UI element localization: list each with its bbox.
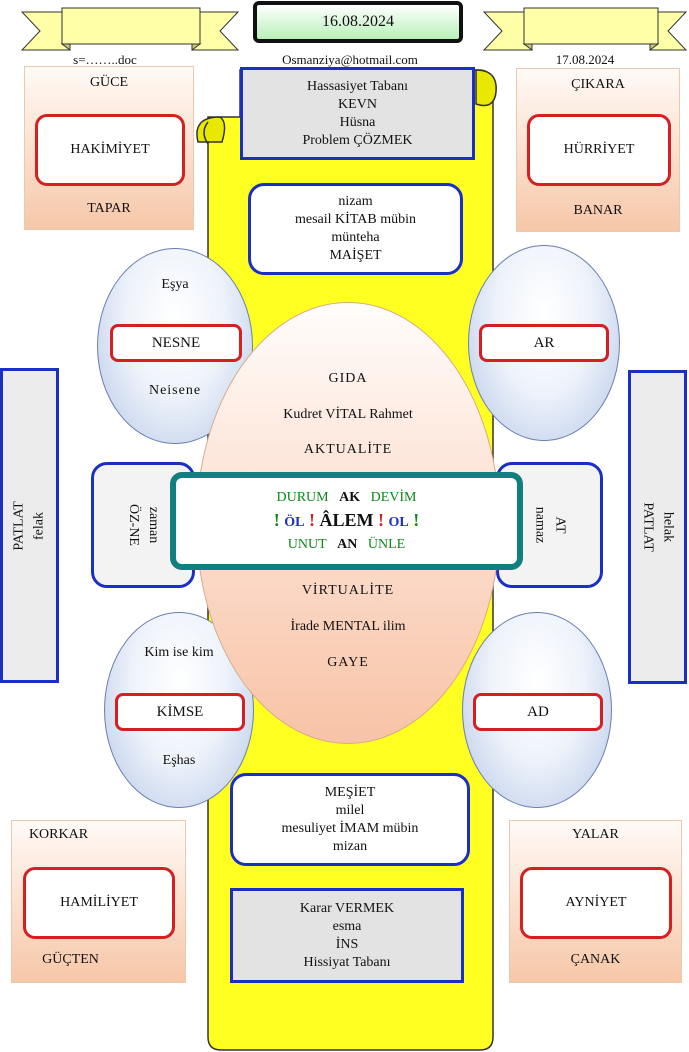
- header-date: 16.08.2024: [322, 13, 394, 30]
- scroll-top-line2: KEVN: [338, 96, 377, 112]
- egg-top-left-top-label: Eşya: [161, 277, 189, 292]
- bottom-right-top-label: YALAR: [572, 827, 619, 842]
- right-mid-line1: AT: [552, 516, 568, 534]
- alem-ol-right: OL: [388, 514, 409, 530]
- alem-unut: UNUT: [287, 536, 327, 552]
- nizam-line3: münteha: [331, 230, 380, 245]
- egg-top-right-center-box: AR: [479, 324, 609, 362]
- oval-lower-line2: İrade MENTAL ilim: [290, 619, 406, 634]
- bottom-left-panel: KORKAR HAMİLİYET GÜÇTEN: [11, 820, 186, 983]
- scroll-top-line1: Hassasiyet Tabanı: [306, 78, 408, 94]
- egg-bottom-left-bottom-label: Eşhas: [162, 753, 196, 768]
- egg-bottom-right: AD: [462, 612, 612, 808]
- oval-upper-line1: GIDA: [328, 371, 368, 386]
- right-side-line2: PATLAT: [640, 502, 656, 552]
- alem-excl-2: !: [309, 509, 315, 530]
- egg-bottom-left-center-label: KİMSE: [156, 703, 204, 720]
- egg-top-right-center-label: AR: [533, 334, 555, 351]
- top-right-bottom-label: BANAR: [573, 203, 623, 218]
- top-left-center-label: HAKİMİYET: [70, 142, 150, 157]
- alem-excl-4: !: [413, 509, 420, 530]
- oval-upper-line3: AKTUALİTE: [303, 442, 393, 457]
- egg-bottom-right-center-label: AD: [527, 703, 549, 720]
- alem-durum: DURUM: [276, 489, 329, 505]
- nizam-line1: nizam: [338, 194, 373, 209]
- egg-top-left-center-label: NESNE: [151, 334, 201, 351]
- nizam-line2: mesail KİTAB mübin: [295, 212, 416, 227]
- egg-bottom-right-center-box: AD: [473, 693, 603, 731]
- right-ribbon-banner: [482, 7, 688, 51]
- left-side-box: PATLAT felak: [0, 368, 59, 683]
- bottom-right-panel: YALAR AYNİYET ÇANAK: [509, 820, 682, 983]
- egg-top-left-center-box: NESNE: [110, 324, 242, 362]
- top-right-panel: ÇIKARA HÜRRİYET BANAR: [516, 68, 680, 232]
- top-right-center-box: HÜRRİYET: [527, 114, 671, 186]
- alem-excl-1: !: [273, 509, 280, 530]
- meshiet-line2: milel: [335, 802, 365, 818]
- karar-line4: Hissiyat Tabanı: [303, 954, 391, 970]
- karar-line2: esma: [332, 918, 362, 934]
- alem-excl-3: !: [378, 509, 384, 530]
- egg-bottom-left: Kim ise kim KİMSE Eşhas: [104, 612, 254, 808]
- karar-box: Karar VERMEK esma İNS Hissiyat Tabanı: [230, 888, 464, 983]
- left-ribbon-banner: [20, 7, 240, 51]
- alem-ol-left: ÖL: [284, 514, 305, 530]
- egg-top-left: Eşya NESNE Neisene: [97, 248, 253, 444]
- file-name: s=……..doc: [73, 52, 137, 67]
- top-right-top-label: ÇIKARA: [571, 77, 625, 92]
- oval-lower-line3: GAYE: [327, 655, 369, 670]
- alem-an: AN: [337, 536, 358, 552]
- egg-bottom-left-top-label: Kim ise kim: [144, 645, 214, 660]
- right-side-box: helak PATLAT: [628, 370, 687, 684]
- right-mid-line2: namaz: [532, 506, 548, 544]
- nizam-box: nizam mesail KİTAB mübin münteha MAİŞET: [248, 183, 463, 275]
- right-date: 17.08.2024: [555, 52, 615, 67]
- karar-line1: Karar VERMEK: [299, 900, 395, 916]
- left-mid-line1: zaman: [146, 506, 161, 544]
- bottom-left-bottom-label: GÜÇTEN: [42, 952, 99, 967]
- alem-box: DURUM AK DEVİM ! ÖL ! ÂLEM ! OL ! UNUT A…: [170, 472, 523, 570]
- header-date-box: 16.08.2024: [253, 1, 463, 43]
- top-left-center-box: HAKİMİYET: [35, 114, 185, 186]
- top-left-top-label: GÜCE: [89, 75, 129, 90]
- egg-top-left-bottom-label: Neisene: [148, 383, 202, 398]
- alem-row1: DURUM AK DEVİM: [276, 487, 416, 509]
- right-side-line1: helak: [660, 511, 676, 543]
- scroll-top-line4: Problem ÇÖZMEK: [302, 132, 413, 148]
- meshiet-line1: MEŞİET: [324, 784, 376, 800]
- meshiet-line3: mesuliyet İMAM mübin: [281, 820, 419, 836]
- top-left-panel: GÜCE HAKİMİYET TAPAR: [24, 66, 194, 230]
- bottom-left-center-label: HAMİLİYET: [60, 895, 138, 910]
- alem-row2: ! ÖL ! ÂLEM ! OL !: [274, 509, 419, 534]
- alem-unle: ÜNLE: [367, 536, 406, 552]
- alem-row3: UNUT AN ÜNLE: [288, 534, 405, 556]
- top-left-bottom-label: TAPAR: [87, 201, 131, 216]
- meshiet-line4: mizan: [332, 838, 368, 854]
- egg-bottom-left-center-box: KİMSE: [115, 693, 245, 731]
- oval-lower-line1: VİRTUALİTE: [301, 583, 395, 598]
- top-right-center-label: HÜRRİYET: [563, 142, 635, 157]
- alem-ak: AK: [339, 489, 361, 505]
- nizam-line4: MAİŞET: [329, 248, 382, 263]
- oval-upper-line2: Kudret VİTAL Rahmet: [283, 407, 413, 422]
- bottom-right-center-box: AYNİYET: [520, 867, 672, 939]
- alem-title: ÂLEM: [319, 509, 374, 530]
- left-side-line1: PATLAT: [11, 500, 27, 551]
- scroll-top-line3: Hüsna: [339, 114, 376, 130]
- bottom-left-center-box: HAMİLİYET: [23, 867, 175, 939]
- karar-line3: İNS: [335, 936, 359, 952]
- left-mid-line2: ÖZ-NE: [126, 504, 141, 546]
- bottom-right-bottom-label: ÇANAK: [570, 952, 621, 967]
- bottom-left-top-label: KORKAR: [28, 827, 89, 842]
- left-side-line2: felak: [31, 511, 47, 540]
- email: Osmanziya@hotmail.com: [282, 52, 418, 67]
- bottom-right-center-label: AYNİYET: [565, 895, 627, 910]
- meshiet-box: MEŞİET milel mesuliyet İMAM mübin mizan: [230, 773, 470, 866]
- alem-devim: DEVİM: [370, 489, 417, 505]
- scroll-top-box: Hassasiyet Tabanı KEVN Hüsna Problem ÇÖZ…: [240, 67, 475, 160]
- egg-top-right: AR: [468, 245, 620, 441]
